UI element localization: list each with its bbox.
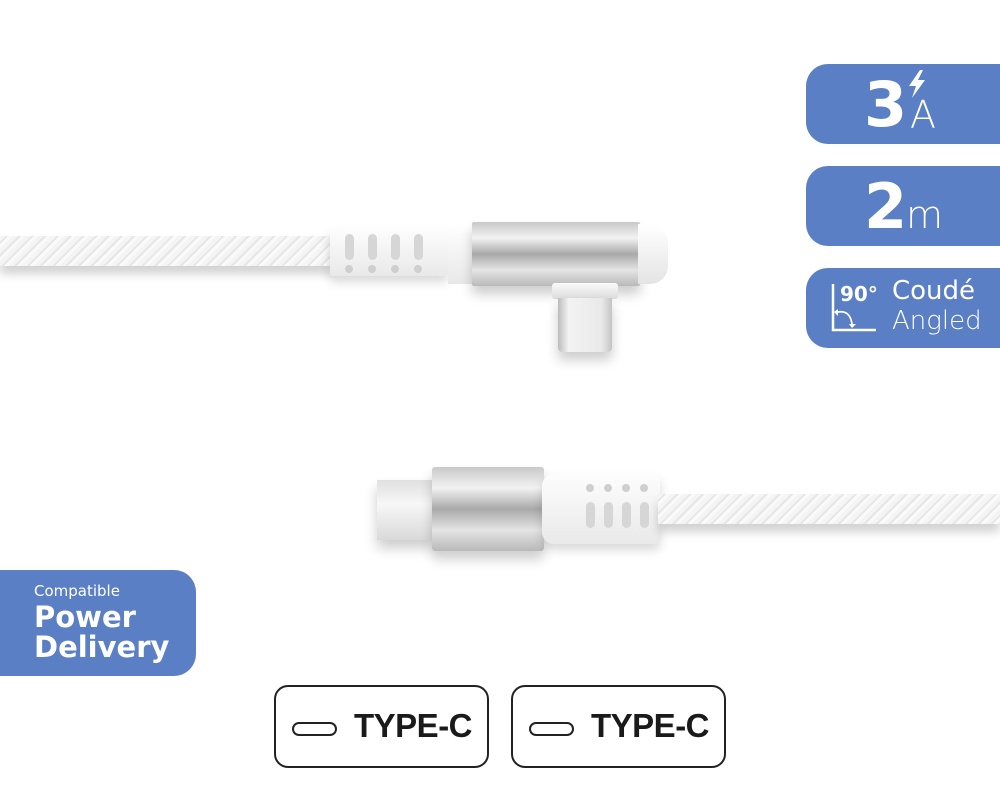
usb-c-port-icon — [292, 722, 337, 736]
right-angle-icon — [831, 284, 876, 332]
angle-label-en: Angled — [892, 306, 982, 336]
type-c-text-1: TYPE-C — [354, 707, 473, 744]
angle-degrees: 90° — [840, 282, 878, 306]
usb-c-plug-straight — [377, 480, 435, 540]
type-c-label-2: TYPE-C — [511, 685, 726, 768]
length-unit: m — [906, 193, 944, 237]
usb-c-port-icon — [529, 722, 574, 736]
angled-housing — [472, 222, 640, 286]
strain-relief-bottom — [542, 474, 660, 544]
type-c-text-2: TYPE-C — [591, 707, 710, 744]
length-value: 2 — [864, 170, 908, 243]
angled-badge: 90° Coudé Angled — [806, 268, 1000, 348]
type-c-label-1: TYPE-C — [274, 685, 489, 768]
current-value: 3 — [864, 68, 908, 141]
pd-power-label: Power — [34, 600, 136, 634]
current-unit: A — [910, 93, 936, 137]
braided-cable-top — [0, 236, 335, 266]
braided-cable-bottom — [658, 494, 1000, 524]
straight-housing — [432, 467, 544, 551]
strain-relief-top — [330, 228, 448, 276]
length-badge: 2 m — [806, 166, 1000, 246]
current-badge: 3 A — [806, 64, 1000, 144]
angle-label-fr: Coudé — [892, 276, 976, 306]
pd-delivery-label: Delivery — [34, 630, 170, 664]
pd-compatible-label: Compatible — [34, 582, 120, 600]
lightning-bolt-icon — [909, 70, 925, 98]
usb-c-plug-angled — [558, 298, 612, 352]
power-delivery-badge: Compatible Power Delivery — [0, 570, 196, 676]
